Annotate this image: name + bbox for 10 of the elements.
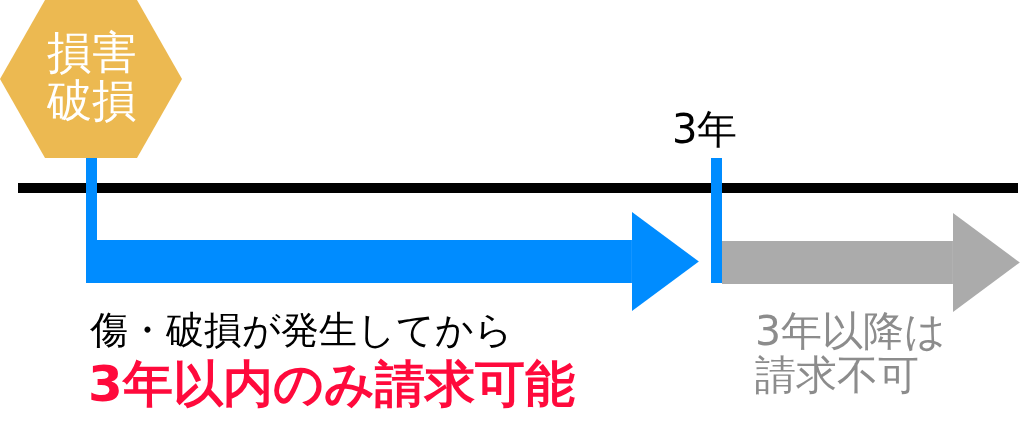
highlight-text: 3年以内のみ請求可能	[88, 359, 575, 409]
arrow	[97, 212, 699, 311]
timeline-marker	[711, 158, 722, 283]
arrow	[722, 213, 1020, 312]
description-text: 傷・破損が発生してから	[90, 311, 513, 349]
timeline-marker	[86, 158, 97, 283]
node-label: 損害破損	[46, 29, 138, 125]
tick-label: 3年	[672, 109, 738, 149]
note-text: 3年以降は請求不可	[755, 309, 948, 397]
hexagon-node	[0, 0, 182, 158]
